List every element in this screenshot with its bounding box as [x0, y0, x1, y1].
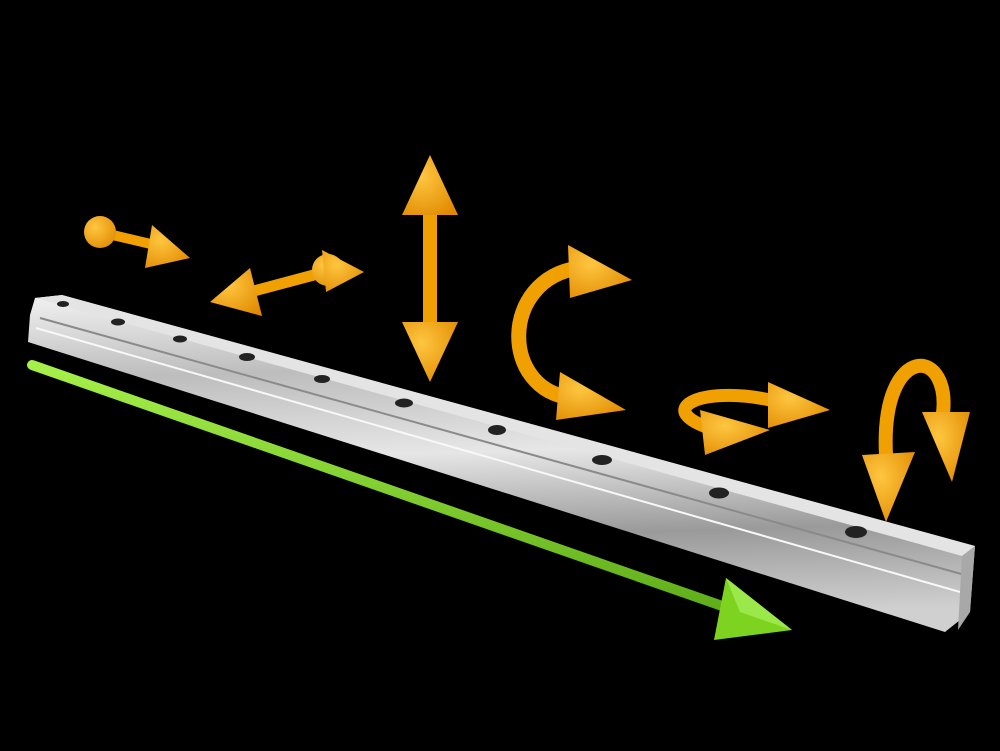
linear-axis-arrow-icon	[27, 360, 792, 640]
double-arrow-icon	[84, 216, 190, 268]
linear-guide-rail	[28, 295, 975, 632]
vertical-double-arrow-icon	[402, 155, 458, 382]
double-arrow-icon	[210, 250, 364, 316]
rotation-arrow-icon	[511, 245, 632, 420]
rotation-arrow-icon	[862, 358, 970, 522]
rotation-arrow-icon	[678, 382, 830, 455]
mounting-holes	[57, 301, 867, 538]
